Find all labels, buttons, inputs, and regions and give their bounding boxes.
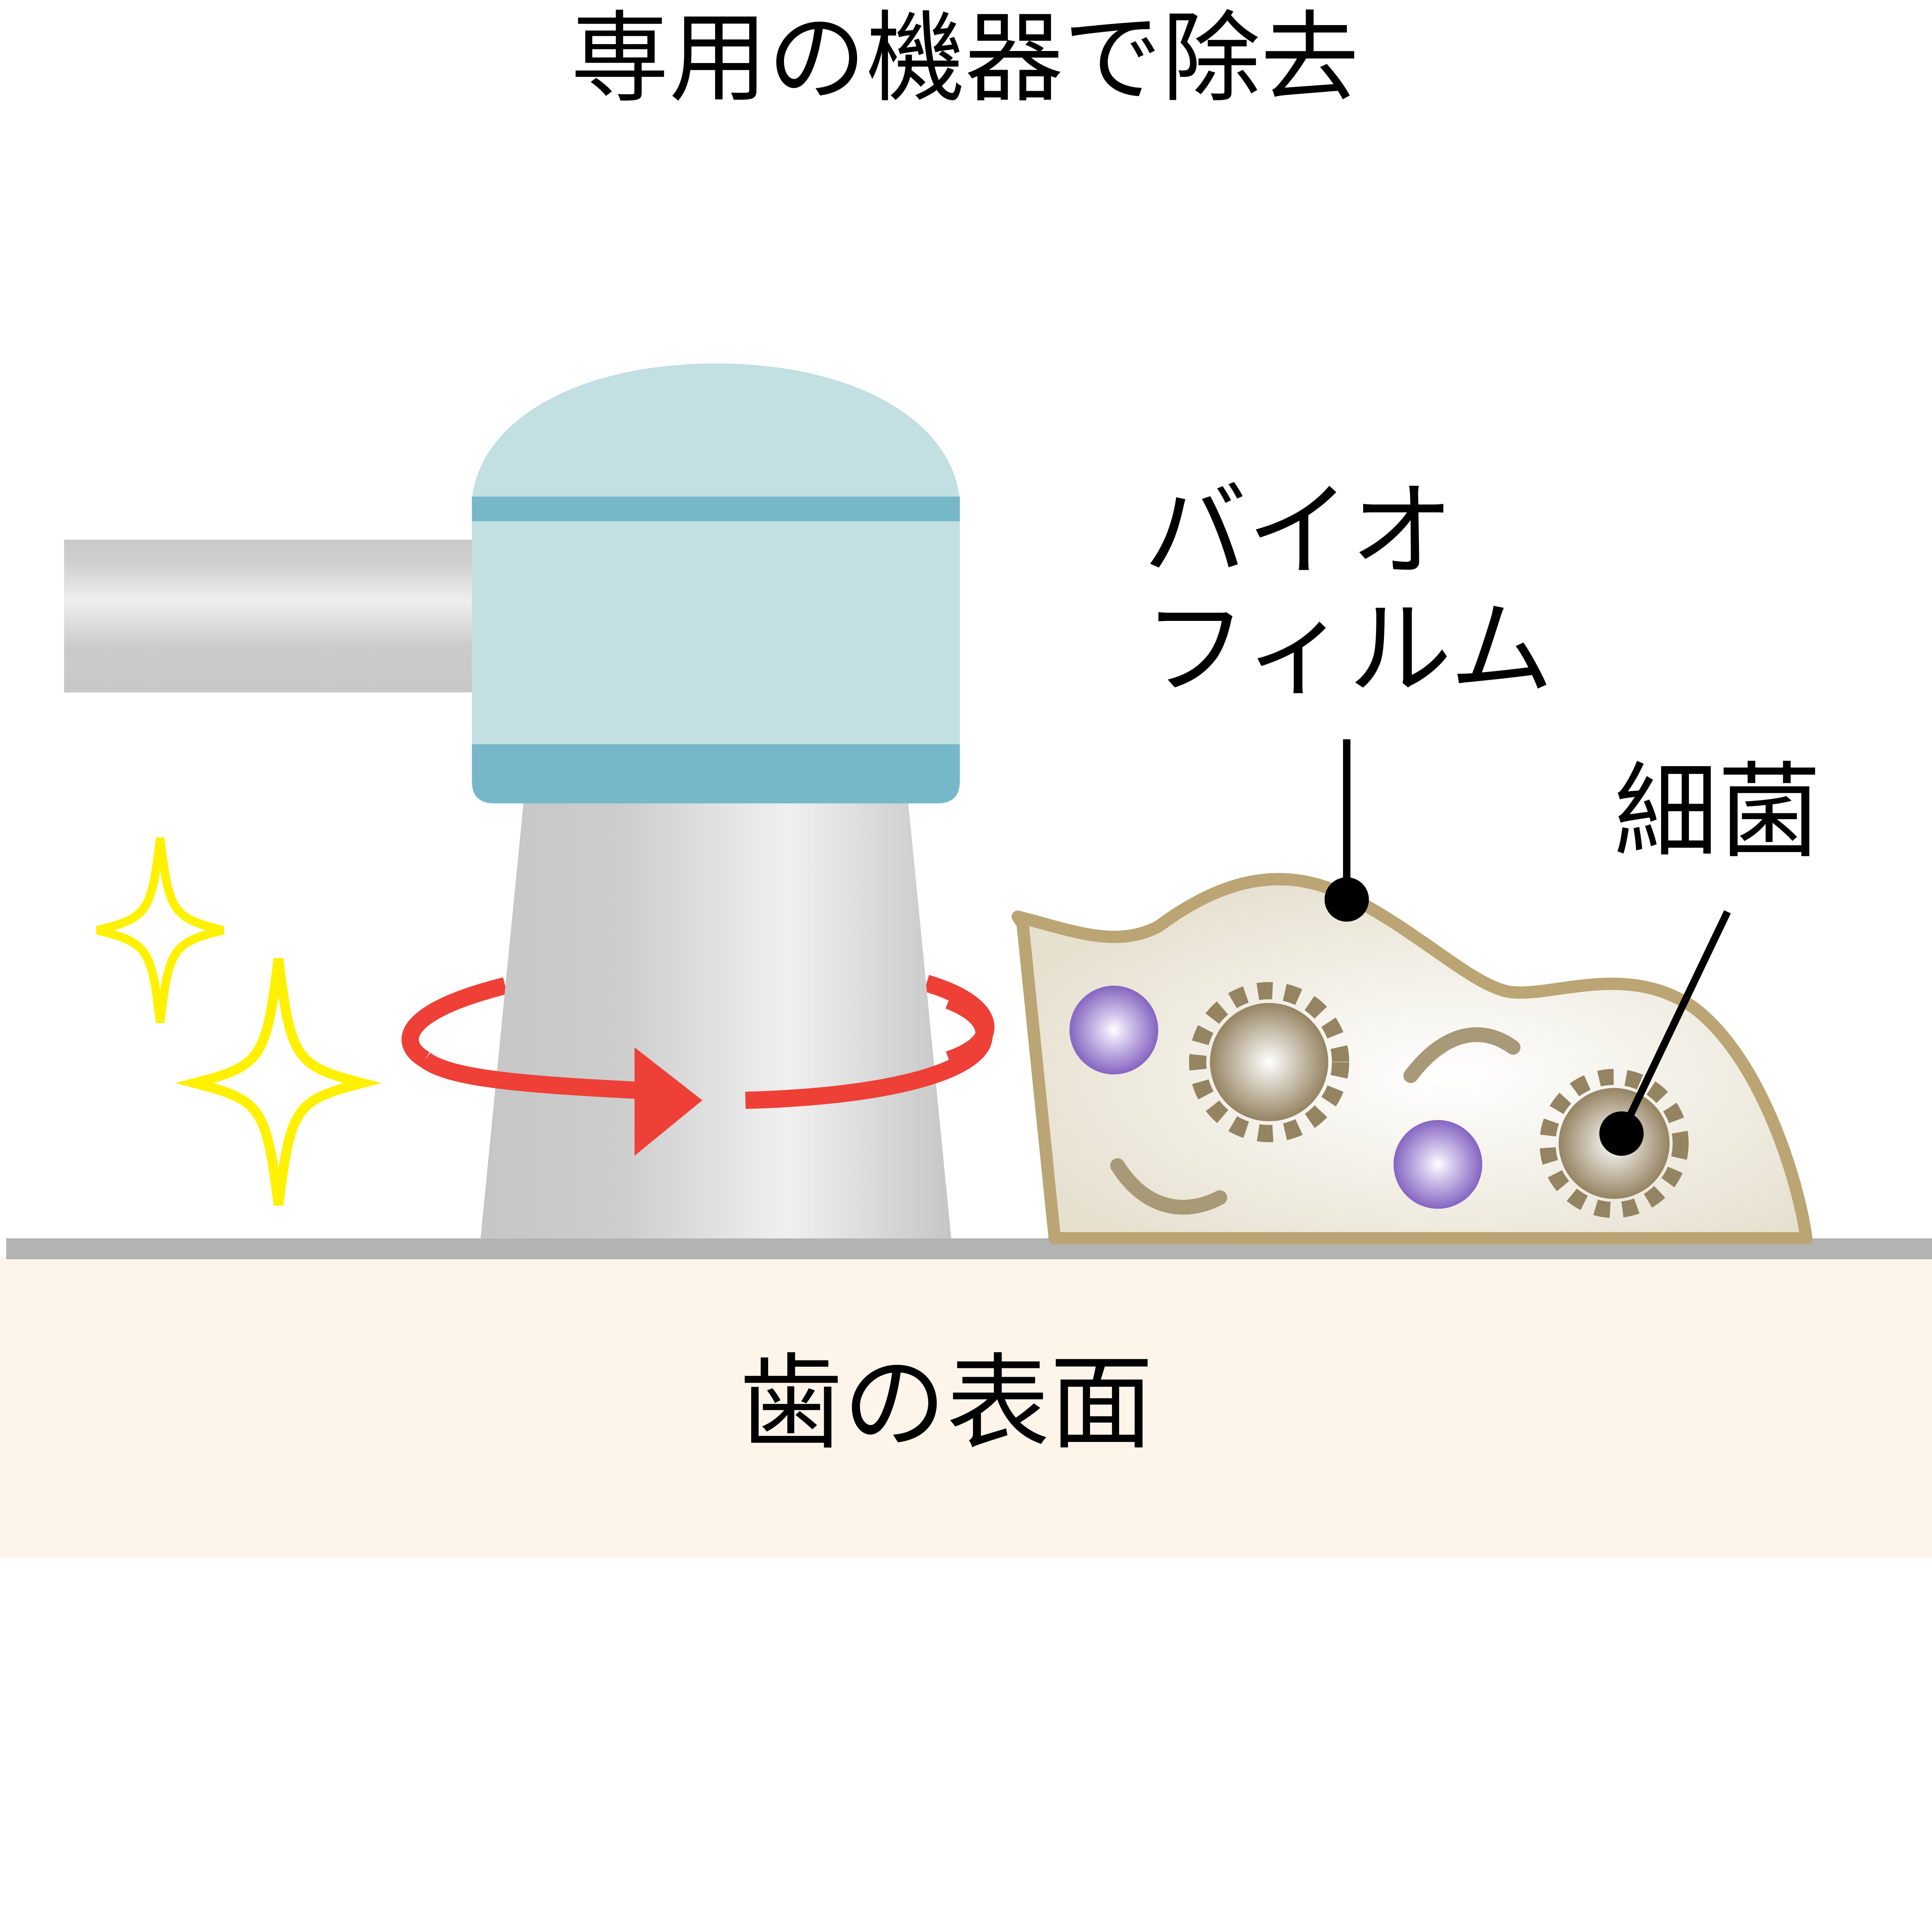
handpiece xyxy=(64,363,995,1238)
rotation-arrow-icon xyxy=(420,1053,641,1099)
bacteria-rod xyxy=(1110,1158,1228,1215)
ring-front-right xyxy=(745,992,993,1109)
sparkle-icon xyxy=(96,837,224,1023)
tooth-surface xyxy=(0,1257,1932,1558)
ring-back-arc xyxy=(401,977,507,1067)
handpiece-cone xyxy=(480,801,951,1238)
handpiece-head-body xyxy=(472,497,960,749)
handpiece-head-bottom-band xyxy=(472,744,960,804)
handpiece-head-band xyxy=(472,497,960,521)
biofilm xyxy=(1011,873,1813,1245)
bacteria-leader-line xyxy=(1618,910,1731,1135)
bacteria-leader-dot xyxy=(1599,1111,1644,1156)
bacteria-label: 細菌 xyxy=(1614,752,1821,872)
handpiece-head-dome xyxy=(472,363,960,499)
bacteria-spiky xyxy=(1189,982,1349,1142)
biofilm-label-line1: バイオ xyxy=(1143,471,1454,592)
rotation-arrowhead xyxy=(634,1047,702,1156)
handpiece-shaft xyxy=(64,539,477,693)
dental-cleaning-diagram: 専用の機器で除去 歯の表面 バイオ フィルム xyxy=(0,1,1932,1558)
bacteria-sphere xyxy=(1069,986,1158,1075)
tooth-surface-label: 歯の表面 xyxy=(739,1343,1153,1464)
biofilm-label-line2: フィルム xyxy=(1143,589,1553,710)
sparkle-icon xyxy=(175,958,382,1206)
bacteria-rod xyxy=(1403,1027,1520,1083)
title: 専用の機器で除去 xyxy=(570,1,1359,116)
biofilm-leader-dot xyxy=(1324,877,1369,922)
bacteria-sphere xyxy=(1393,1120,1483,1209)
